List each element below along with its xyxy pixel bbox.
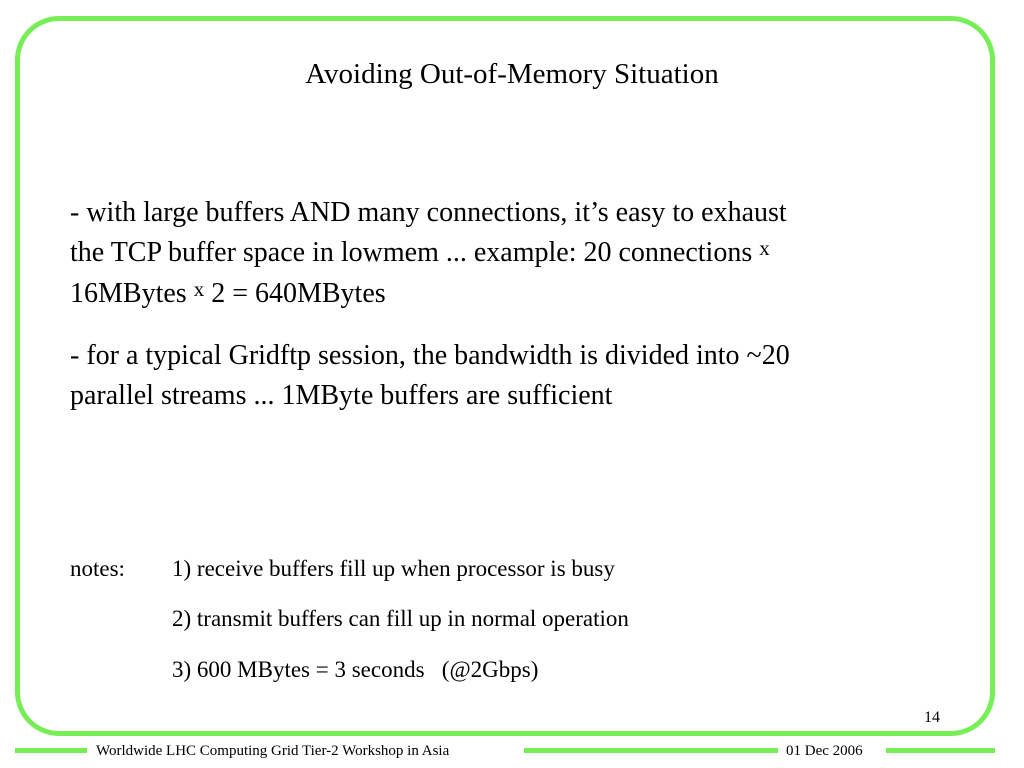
times-symbol: x xyxy=(193,277,205,301)
slide-title: Avoiding Out-of-Memory Situation xyxy=(305,58,719,90)
footer-divider xyxy=(15,748,87,753)
bullet-1-line-2: the TCP buffer space in lowmem ... examp… xyxy=(70,233,970,274)
bullet-1-line-2-text: the TCP buffer space in lowmem ... examp… xyxy=(70,237,760,268)
bullet-2-line-2: parallel streams ... 1MByte buffers are … xyxy=(70,380,613,411)
note-item: 1) receive buffers fill up when processo… xyxy=(172,556,615,581)
slide-frame xyxy=(15,16,995,736)
bullet-2-line-1: - for a typical Gridftp session, the ban… xyxy=(70,340,790,371)
bullet-1-line-3-prefix: 16MBytes xyxy=(70,278,194,309)
notes-label: notes: xyxy=(70,556,125,581)
bullet-1-line-1: - with large buffers AND many connection… xyxy=(70,197,787,228)
note-item: 3) 600 MBytes = 3 seconds (@2Gbps) xyxy=(172,657,539,682)
footer-divider xyxy=(886,748,995,753)
bullet-1-line-3-suffix: 2 = 640MBytes xyxy=(204,278,386,309)
bullet-1-line-3: 16MBytes x 2 = 640MBytes xyxy=(70,274,970,315)
bullet-gridftp-streams: - for a typical Gridftp session, the ban… xyxy=(70,336,970,416)
footer-divider xyxy=(524,748,778,753)
page-number: 14 xyxy=(924,709,940,726)
bullet-buffers-exhaust: - with large buffers AND many connection… xyxy=(70,193,970,315)
times-symbol: x xyxy=(759,236,770,260)
footer-date: 01 Dec 2006 xyxy=(786,743,863,759)
note-item: 2) transmit buffers can fill up in norma… xyxy=(172,606,629,631)
footer-event-name: Worldwide LHC Computing Grid Tier-2 Work… xyxy=(96,743,450,759)
